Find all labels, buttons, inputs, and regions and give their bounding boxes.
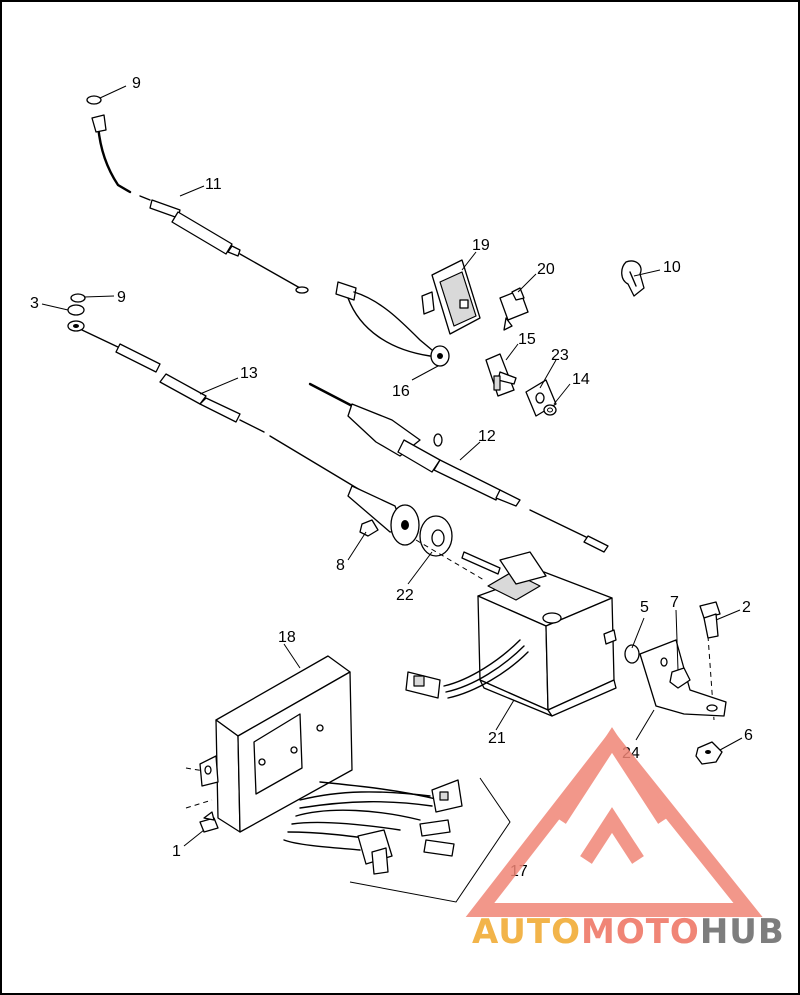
nut-6 bbox=[695, 741, 723, 765]
switch-20 bbox=[499, 287, 529, 331]
nut-8 bbox=[359, 519, 379, 537]
callout-13: 13 bbox=[240, 365, 258, 382]
switch-19 bbox=[421, 259, 481, 335]
callout-22: 22 bbox=[396, 587, 414, 604]
clip-10 bbox=[621, 260, 645, 297]
module-18 bbox=[199, 655, 353, 833]
callout-21: 21 bbox=[488, 730, 506, 747]
bolt-2 bbox=[699, 601, 721, 639]
callout-16: 16 bbox=[392, 383, 410, 400]
callout-2: 2 bbox=[742, 599, 751, 616]
module-21 bbox=[405, 551, 617, 717]
callout-8: 8 bbox=[336, 557, 345, 574]
callout-12: 12 bbox=[478, 428, 496, 445]
leader-lines bbox=[41, 85, 743, 847]
callout-3: 3 bbox=[30, 295, 39, 312]
callout-7: 7 bbox=[670, 594, 679, 611]
switch-15 bbox=[485, 353, 517, 397]
washer-14 bbox=[543, 404, 557, 416]
callout-23: 23 bbox=[551, 347, 569, 364]
watermark-wordmark: AUTOMOTOHUB bbox=[472, 912, 785, 952]
callout-6: 6 bbox=[744, 727, 753, 744]
harness-17 bbox=[283, 777, 511, 903]
callout-11: 11 bbox=[205, 176, 222, 193]
watermark-hub: HUB bbox=[699, 912, 785, 952]
harness-16 bbox=[335, 281, 450, 367]
callout-14: 14 bbox=[572, 371, 590, 388]
gasket-22 bbox=[419, 515, 453, 557]
cable-11 bbox=[86, 95, 309, 294]
watermark-logo-mark bbox=[465, 727, 763, 917]
cable-13 bbox=[67, 293, 420, 546]
callout-18: 18 bbox=[278, 629, 296, 646]
nut-7 bbox=[669, 667, 691, 689]
callout-10: 10 bbox=[663, 259, 681, 276]
callout-20: 20 bbox=[537, 261, 555, 278]
watermark-auto: AUTO bbox=[472, 912, 581, 952]
screw-1 bbox=[199, 811, 219, 833]
callout-9-mid: 9 bbox=[117, 289, 126, 306]
washer-5 bbox=[624, 644, 640, 664]
callout-9-top: 9 bbox=[132, 75, 141, 92]
callout-5: 5 bbox=[640, 599, 649, 616]
callout-19: 19 bbox=[472, 237, 490, 254]
callout-labels: 9 11 9 3 13 19 20 10 16 15 23 14 12 8 22… bbox=[30, 75, 753, 880]
cable-12 bbox=[308, 382, 609, 553]
watermark-moto: MOTO bbox=[580, 912, 700, 952]
callout-1: 1 bbox=[172, 843, 181, 860]
callout-15: 15 bbox=[518, 331, 536, 348]
